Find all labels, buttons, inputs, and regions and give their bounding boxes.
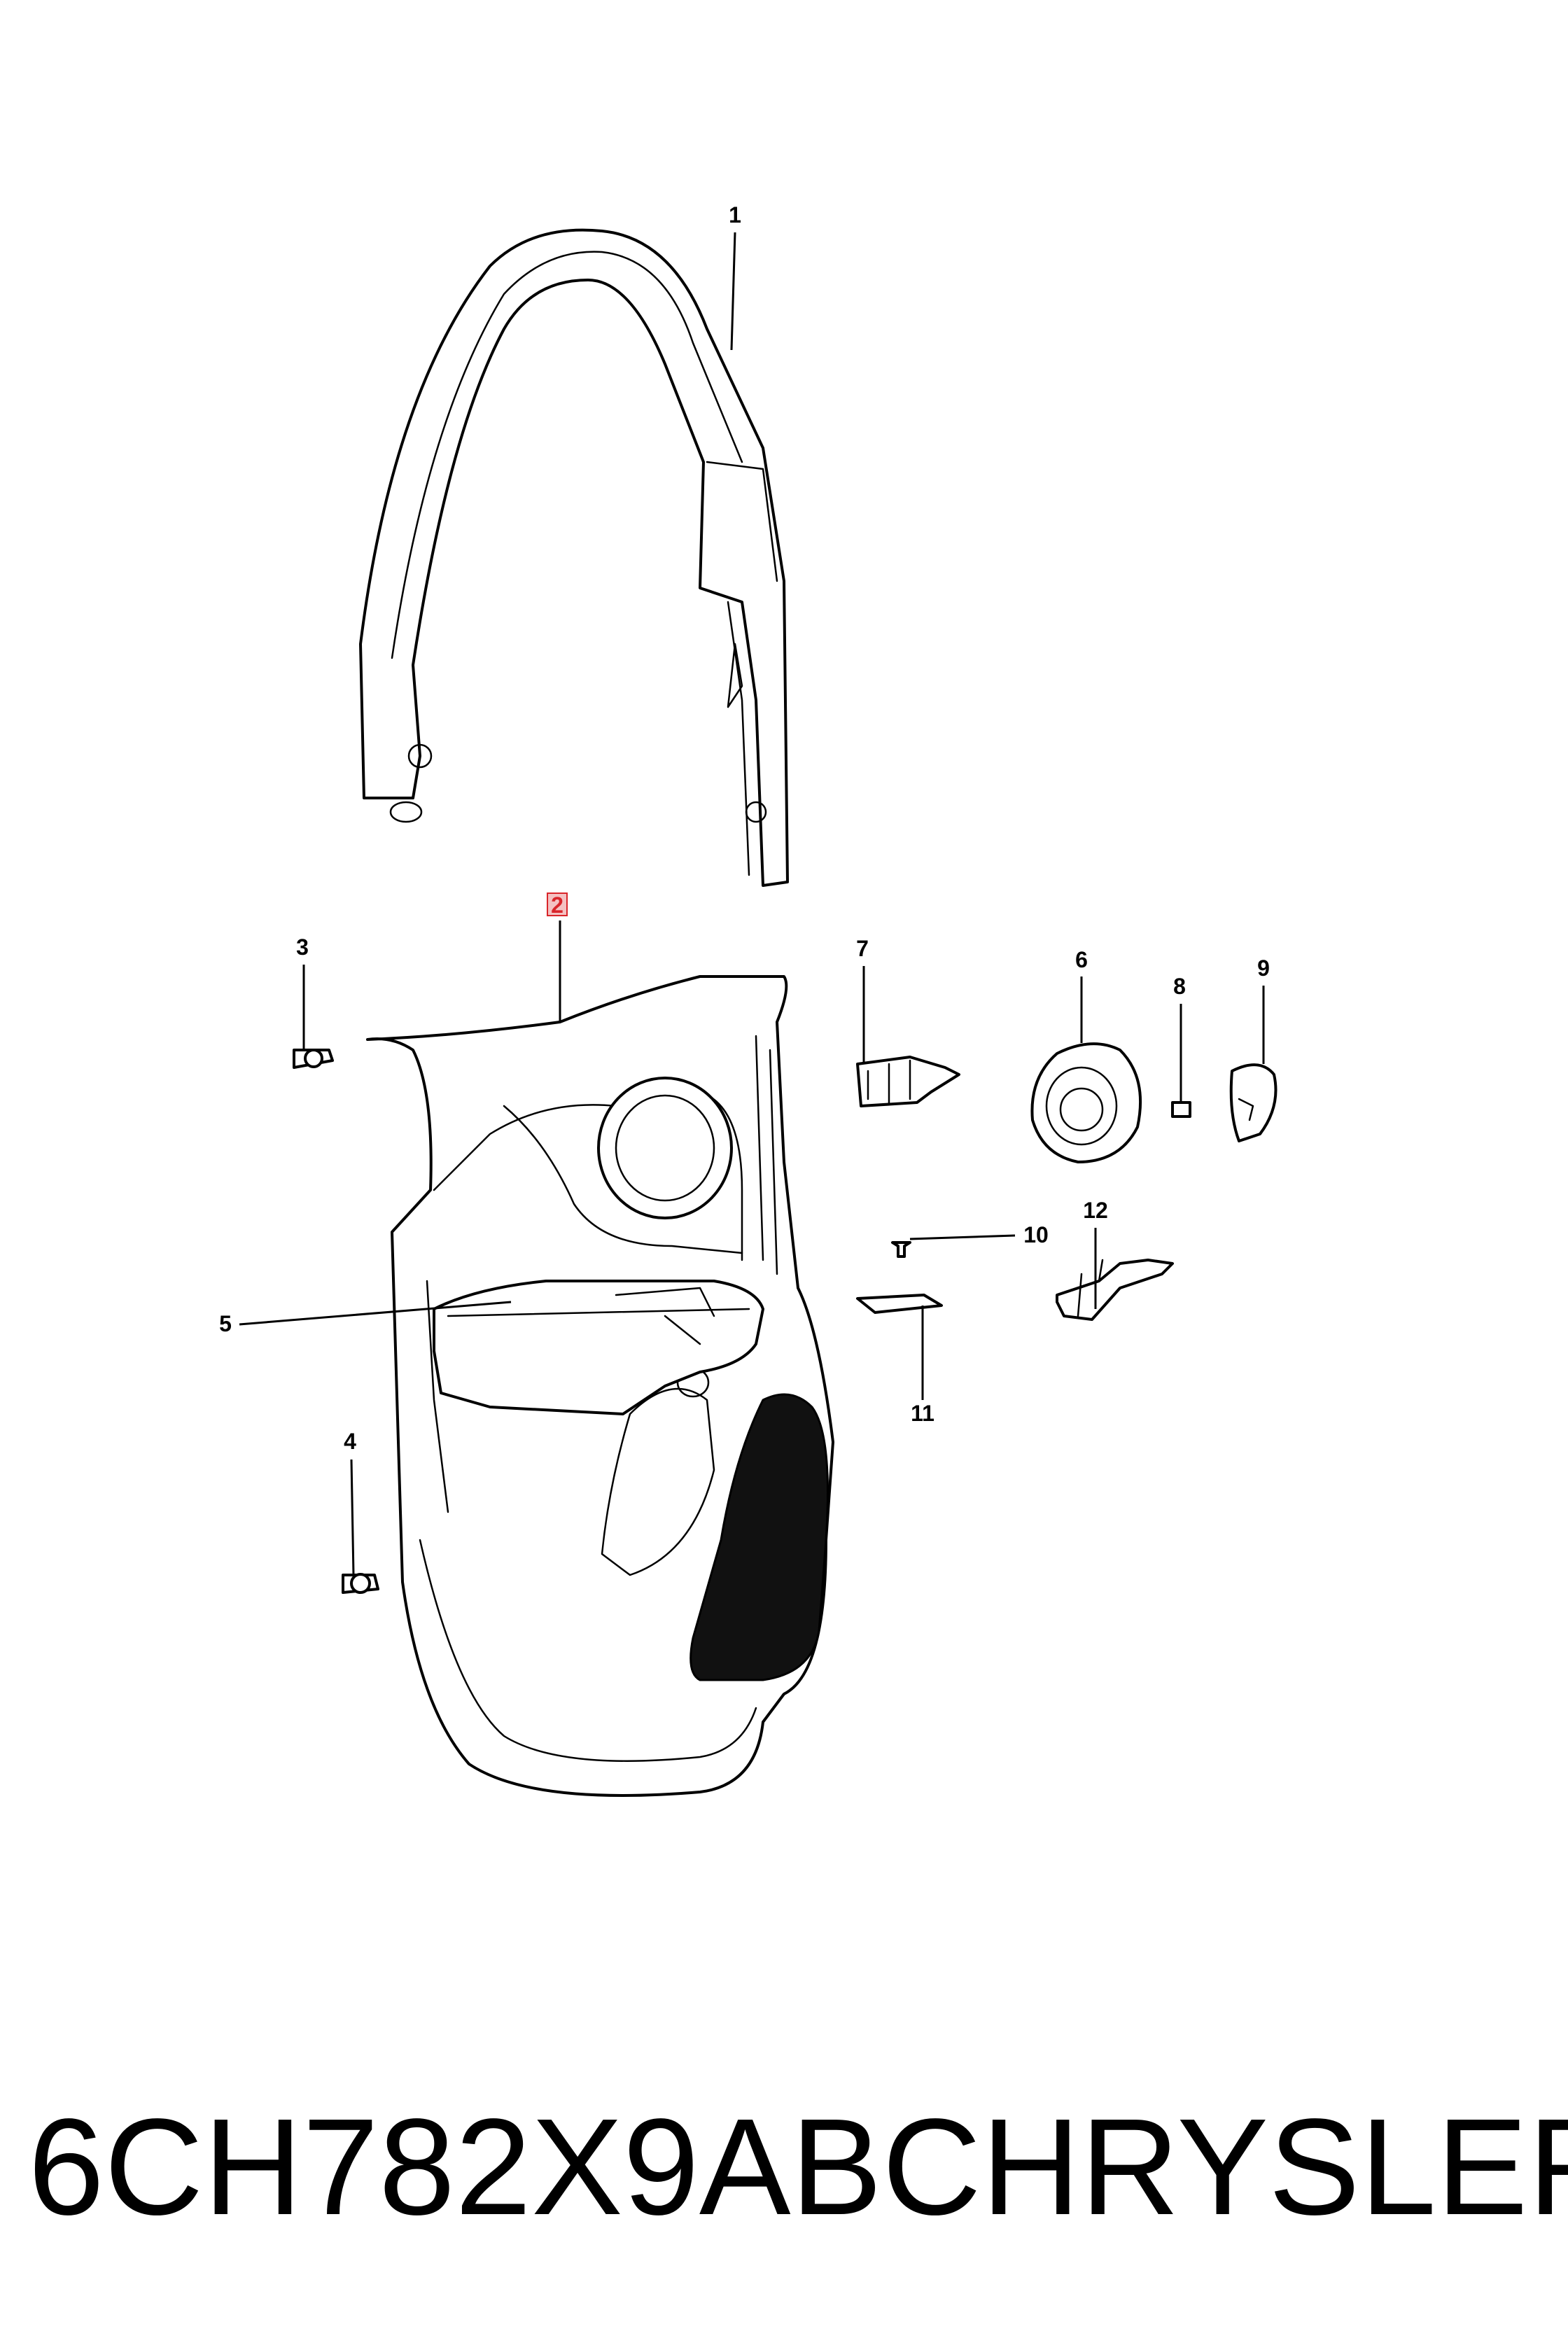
callout-7: 7: [856, 936, 869, 961]
callout-10: 10: [1023, 1222, 1049, 1247]
part-9-cover[interactable]: [1229, 1063, 1278, 1142]
part-4-push-pin[interactable]: [342, 1573, 379, 1594]
callout-2-highlight: [547, 892, 568, 916]
callout-1: 1: [729, 202, 741, 227]
callout-5: 5: [219, 1311, 232, 1336]
callout-6: 6: [1075, 947, 1088, 972]
part-10-screw[interactable]: [891, 1241, 911, 1258]
leader-4: [350, 1459, 355, 1576]
brand-name: CHRYSLER: [882, 2090, 1568, 2244]
leader-1: [730, 232, 736, 351]
part-8-clip[interactable]: [1171, 1101, 1191, 1118]
callout-9: 9: [1257, 955, 1270, 981]
part-1-window-frame-trim[interactable]: [359, 228, 789, 887]
leader-10: [909, 1234, 1016, 1240]
part-6-speaker[interactable]: [1030, 1042, 1142, 1163]
part-number: 6CH782X9AB: [28, 2090, 883, 2244]
footer-caption: 6CH782X9AB CHRYSLER: [28, 2086, 1568, 2247]
callout-3: 3: [296, 934, 309, 960]
part-5-armrest[interactable]: [433, 1280, 764, 1415]
part-3-push-pin[interactable]: [293, 1049, 334, 1069]
callout-4: 4: [344, 1429, 356, 1454]
callout-8: 8: [1173, 974, 1186, 999]
leader-5: [239, 1301, 512, 1326]
callout-11: 11: [911, 1401, 934, 1426]
part-11-bezel[interactable]: [856, 1294, 943, 1314]
part-12-bracket[interactable]: [1056, 1259, 1174, 1321]
part-7-bracket[interactable]: [856, 1056, 960, 1107]
callout-2: 2: [551, 892, 564, 918]
callout-12: 12: [1083, 1198, 1108, 1223]
